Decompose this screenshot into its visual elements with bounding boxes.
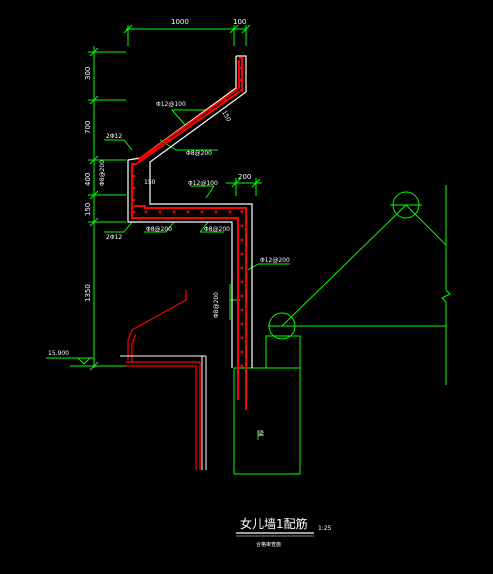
rebar-cage xyxy=(131,57,247,410)
drawing-scale: 1:25 xyxy=(318,525,332,532)
dim-700: 700 xyxy=(84,121,92,134)
bar-top-slope-label: Φ12@100 xyxy=(156,101,186,108)
dim-200: 200 xyxy=(238,173,251,181)
drawing-subtitle: 合格审查施 xyxy=(256,541,281,548)
dimension-labels: 1000 100 300 700 400 150 1350 200 150 15… xyxy=(84,18,251,302)
bar-wall-horiz-label: Φ12@200 xyxy=(260,257,290,264)
dimension-lines xyxy=(46,24,451,475)
title-block: 女儿墙1配筋 1:25 合格审查施 xyxy=(236,516,332,548)
bar-side-bottom-label: 2Φ12 xyxy=(106,234,122,241)
dim-1350: 1350 xyxy=(84,284,92,302)
bar-slab-bot1-label: Φ8@200 xyxy=(146,226,172,233)
bar-slope-dist-label: Φ8@200 xyxy=(186,150,212,157)
dim-300: 300 xyxy=(84,67,92,80)
dim-400: 400 xyxy=(84,173,92,186)
bar-wall-vert-label: Φ8@200 xyxy=(213,292,220,318)
bar-slab-bot2-label: Φ8@200 xyxy=(204,226,230,233)
parapet-concrete-outline xyxy=(127,55,253,368)
dim-inner-150: 150 xyxy=(144,179,156,186)
rebar-dots xyxy=(132,66,244,368)
bar-side-dist-label: Φ8@200 xyxy=(99,160,106,186)
rebar-annotations: Φ12@100 Φ8@200 2Φ12 Φ8@200 2Φ12 Φ12@100 … xyxy=(48,101,290,438)
dim-top-width: 1000 xyxy=(171,18,189,26)
elevation-label: 15.900 xyxy=(48,350,69,357)
lower-left-detail xyxy=(120,290,207,470)
dim-150: 150 xyxy=(84,203,92,216)
dim-slope-150: 150 xyxy=(220,110,232,124)
beam-label: 梁 xyxy=(258,430,264,438)
bar-slab-top-label: Φ12@100 xyxy=(188,180,218,187)
bar-side-top-label: 2Φ12 xyxy=(106,133,122,140)
drawing-title: 女儿墙1配筋 xyxy=(240,516,308,531)
dim-top-thickness: 100 xyxy=(233,18,246,26)
